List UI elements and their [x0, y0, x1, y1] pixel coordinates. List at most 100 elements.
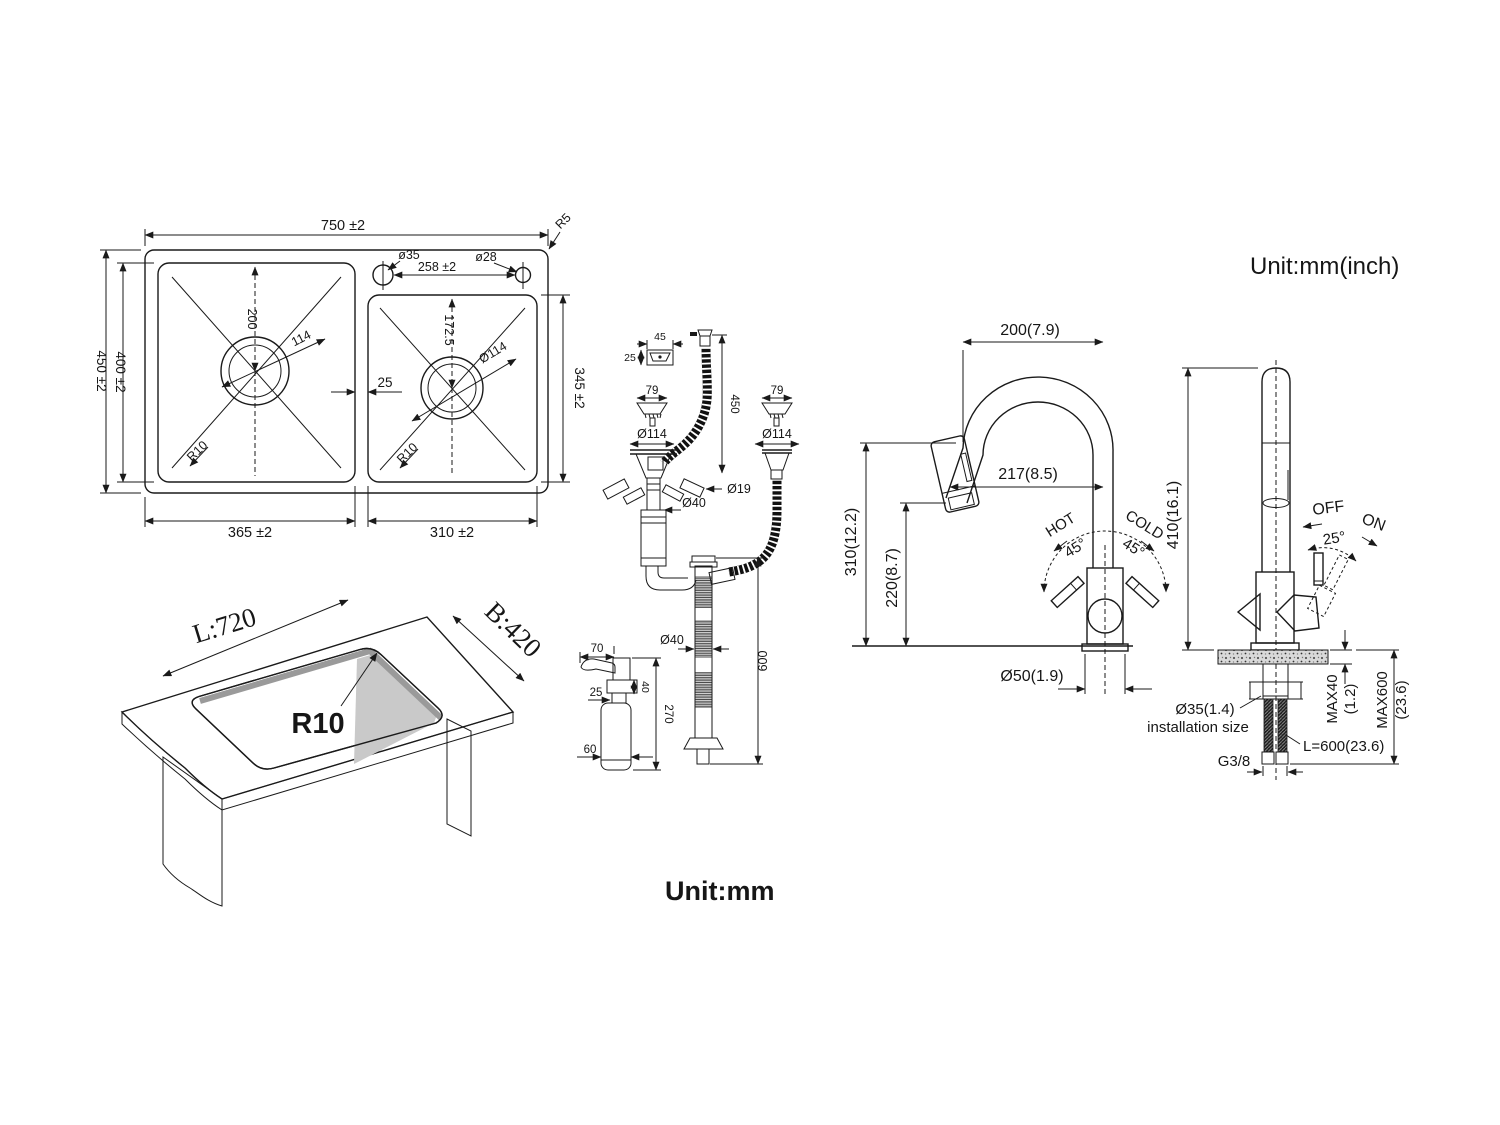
spray-head	[930, 435, 980, 513]
bowl-gap-dim: 25	[377, 375, 392, 390]
dispenser-bottle-dim: 60	[584, 744, 597, 756]
cutout-length-dim: L:720	[189, 602, 259, 650]
faucet-install-view: Unit:mm(inch) 25° OFF ON	[1147, 253, 1410, 780]
unit-mm-label: Unit:mm	[665, 876, 775, 906]
overall-width-dim: 750 ±2	[321, 218, 365, 234]
dispenser-height-dim: 270	[662, 704, 674, 723]
overflow-pipe-dia-label: Ø19	[727, 482, 751, 496]
drain-pipe-flange	[683, 737, 724, 750]
strainer-right-dia-dim: Ø114	[762, 427, 792, 441]
cutout-width-dim: B:420	[479, 596, 547, 663]
counter-max-dim: MAX40	[1324, 674, 1341, 723]
spout-seam	[1262, 498, 1290, 508]
strainer-left-width-dim: 79	[646, 385, 659, 397]
cutout-inner-lip	[199, 647, 444, 721]
faucet-side-view: HOT 45° COLD 45° 200(7.9) 217(8.5) 310(1…	[843, 322, 1170, 695]
outlet-reach-dim: 217(8.5)	[998, 466, 1058, 483]
install-countertop	[1217, 649, 1329, 665]
handle-angle-arc	[1307, 544, 1357, 562]
base-dia-dim: Ø50(1.9)	[1000, 668, 1063, 685]
hole-note-label: installation size	[1147, 719, 1249, 736]
outlet-height-dim: 220(8.7)	[884, 548, 901, 608]
hot-handle	[1050, 575, 1085, 609]
install-base	[1250, 642, 1300, 651]
left-drain-offset-dim: 200	[245, 309, 259, 330]
dispenser-spout-dim: 70	[591, 643, 604, 655]
bowl-depth-dim: 400 ±2	[113, 351, 128, 392]
hose-max-inch-dim: (23.6)	[1393, 680, 1410, 719]
hose-connector-2	[1275, 751, 1289, 765]
overall-depth-dim: 450 ±2	[94, 350, 109, 391]
left-corner-radius-label: R10	[184, 438, 210, 464]
countertop-cutout-view: L:720 B:420 R10	[120, 596, 547, 907]
cold-handle	[1125, 575, 1160, 609]
unit-mm-inch-label: Unit:mm(inch)	[1250, 253, 1399, 280]
overflow-hose-length-dim: 450	[728, 394, 740, 413]
spout-height-dim: 310(12.2)	[843, 508, 860, 577]
right-bowl-width-dim: 310 ±2	[430, 525, 474, 541]
strainer-right	[761, 402, 793, 415]
supply-hose-1	[1263, 698, 1274, 753]
right-bowl-depth-dim: 345 ±2	[572, 367, 587, 408]
right-corner-radius-label: R10	[394, 440, 420, 466]
install-spout-joint	[1236, 592, 1261, 632]
cutout-inner-wall	[354, 653, 438, 764]
sink-outer-edge	[144, 249, 549, 494]
hole-left-dia-label: ø35	[398, 248, 420, 262]
hose-max-dim: MAX600	[1374, 671, 1391, 729]
drain-tee	[640, 509, 667, 567]
right-drain-dia-dim: Ø114	[477, 339, 510, 366]
overflow-height-dim: 25	[624, 352, 636, 364]
dispenser-pump-dim: 40	[639, 681, 651, 693]
drain-pipe-dia-label: Ø40	[660, 633, 684, 647]
dispenser-bottle	[600, 702, 632, 771]
total-height-dim: 410(16.1)	[1165, 481, 1182, 550]
install-handle-lever	[1313, 552, 1324, 586]
hose-connector-1	[1261, 751, 1275, 765]
install-body	[1255, 571, 1295, 644]
dispenser-spout	[580, 658, 616, 674]
strainer-right-width-dim: 79	[771, 385, 784, 397]
on-label: ON	[1359, 511, 1387, 535]
overflow-width-dim: 45	[654, 331, 666, 343]
hot-angle-label: 45°	[1061, 535, 1089, 561]
counter-max-inch-dim: (1.2)	[1342, 684, 1359, 715]
overflow-outlet	[697, 329, 713, 347]
left-bowl-width-dim: 365 ±2	[228, 525, 272, 541]
overflow-hose	[660, 346, 712, 466]
install-shank	[1262, 663, 1289, 697]
left-bowl-diagonals	[171, 276, 342, 469]
right-drain-offset-dim: 172.5	[442, 314, 456, 345]
spout-outer	[945, 376, 1114, 568]
counter-top-face	[120, 616, 515, 800]
strainer-left	[636, 402, 668, 415]
install-handle-base	[1276, 594, 1320, 632]
install-spout	[1261, 367, 1291, 572]
overflow-plate	[646, 349, 674, 366]
right-bowl-hose	[728, 479, 782, 577]
hole-right-dia-label: ø28	[475, 250, 497, 264]
edge-radius-label: R5	[553, 211, 574, 232]
sink-top-view: 200 172.5 114 Ø114 R10 R10 25 258 ±2 ø35…	[94, 211, 587, 541]
thread-size-label: G3/8	[1218, 753, 1251, 770]
hole-spacing-dim: 258 ±2	[418, 260, 456, 274]
spout-reach-dim: 200(7.9)	[1000, 322, 1060, 339]
drain-pipe-length-dim: 600	[756, 651, 770, 672]
counter-left-leg	[162, 756, 223, 907]
off-label: OFF	[1312, 498, 1346, 519]
strainer-left-dia-dim: Ø114	[637, 427, 667, 441]
handle-swing-arc	[1040, 530, 1170, 593]
cold-angle-label: 45°	[1119, 535, 1147, 561]
drain-kit-view: 45 25 450 79 Ø114 79 Ø114	[577, 329, 800, 906]
overflow-pipe-stub	[679, 478, 705, 498]
handle-angle-label: 25°	[1322, 528, 1347, 548]
supply-hose-2	[1277, 698, 1288, 753]
hot-label: HOT	[1043, 510, 1079, 541]
soap-dispenser: 70 25 40 270 60	[577, 643, 674, 771]
cutout-radius-label: R10	[291, 708, 344, 740]
spout-inner	[966, 401, 1094, 568]
dispenser-neck-dim: 25	[590, 687, 603, 699]
tailpiece-dia-label: Ø40	[682, 496, 706, 510]
